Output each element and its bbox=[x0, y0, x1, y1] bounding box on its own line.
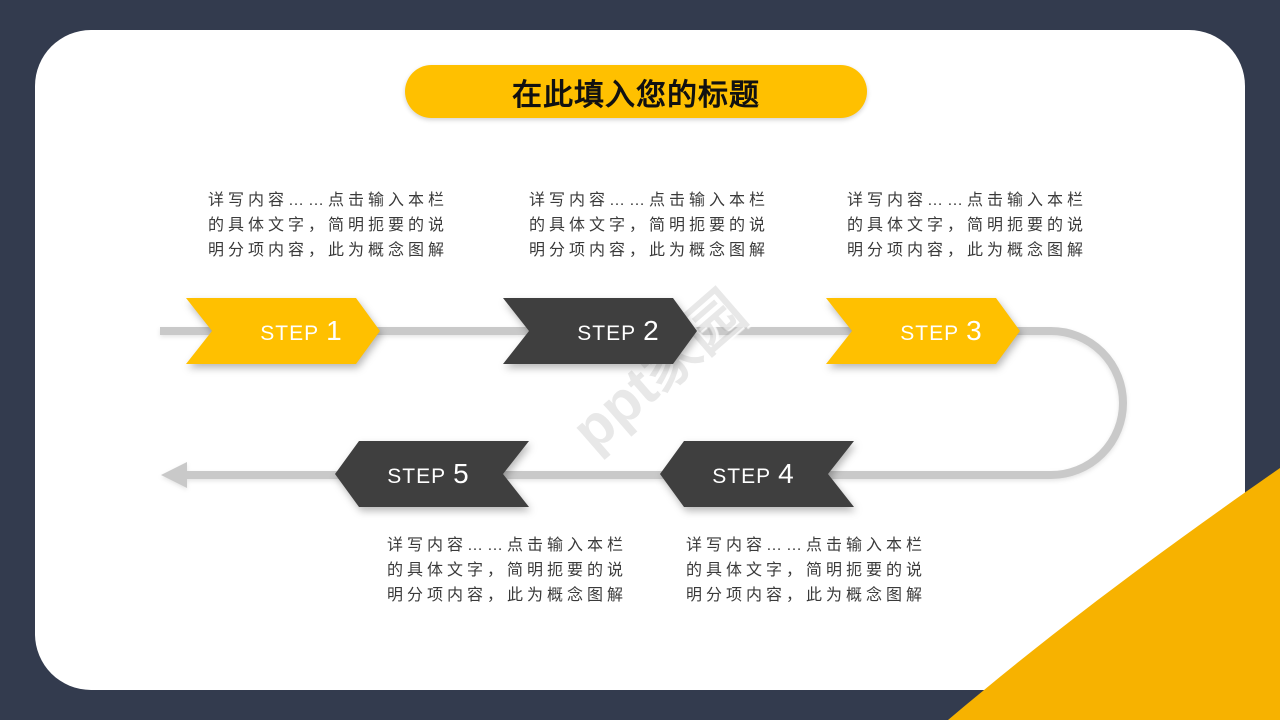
step4-number: 4 bbox=[778, 458, 794, 489]
step1-description[interactable]: 详写内容……点击输入本栏 的具体文字，简明扼要的说 明分项内容，此为概念图解 bbox=[207, 192, 448, 259]
step3-label: STEP bbox=[900, 322, 960, 345]
step5-arrow[interactable]: STEP 5 bbox=[335, 441, 529, 507]
step5-number: 5 bbox=[453, 458, 469, 489]
step4-label: STEP bbox=[712, 465, 772, 488]
step2-number: 2 bbox=[643, 315, 659, 346]
step3-arrow[interactable]: STEP 3 bbox=[826, 298, 1020, 364]
title-pill[interactable]: 在此填入您的标题 bbox=[405, 65, 867, 118]
step4-arrow[interactable]: STEP 4 bbox=[660, 441, 854, 507]
step2-arrow[interactable]: STEP 2 bbox=[503, 298, 697, 364]
step1-arrow[interactable]: STEP 1 bbox=[186, 298, 380, 364]
step5-description[interactable]: 详写内容……点击输入本栏 的具体文字，简明扼要的说 明分项内容，此为概念图解 bbox=[386, 537, 627, 604]
page-title: 在此填入您的标题 bbox=[512, 78, 760, 112]
step3-description[interactable]: 详写内容……点击输入本栏 的具体文字，简明扼要的说 明分项内容，此为概念图解 bbox=[846, 192, 1087, 259]
step5-label: STEP bbox=[387, 465, 447, 488]
step1-number: 1 bbox=[326, 315, 342, 346]
step1-label: STEP bbox=[260, 322, 320, 345]
step3-number: 3 bbox=[966, 315, 982, 346]
step2-label: STEP bbox=[577, 322, 637, 345]
step4-description[interactable]: 详写内容……点击输入本栏 的具体文字，简明扼要的说 明分项内容，此为概念图解 bbox=[685, 537, 926, 604]
step2-description[interactable]: 详写内容……点击输入本栏 的具体文字，简明扼要的说 明分项内容，此为概念图解 bbox=[528, 192, 769, 259]
flow-arrowhead-icon bbox=[161, 462, 187, 488]
